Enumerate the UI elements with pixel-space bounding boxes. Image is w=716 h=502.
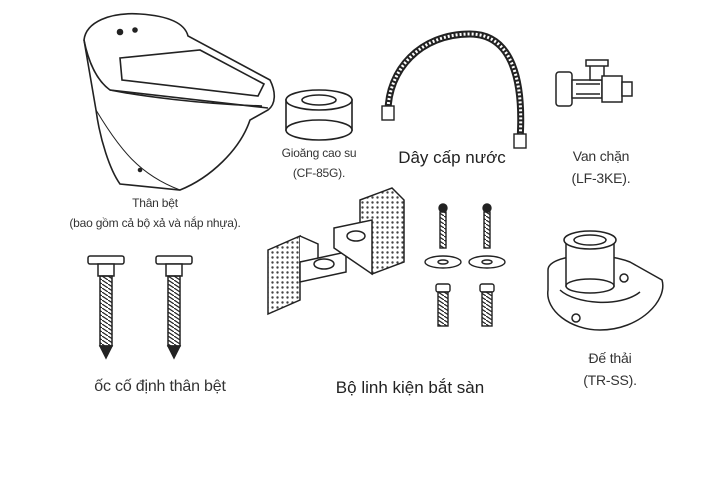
valve-code: (LF-3KE). <box>571 170 631 186</box>
drain-flange-drawing <box>547 230 664 331</box>
anchor-screws-drawing <box>87 255 193 360</box>
flange-code: (TR-SS). <box>583 372 637 388</box>
water-hose-drawing <box>381 30 527 149</box>
flange-label: Đế thải (TR-SS). <box>560 350 660 388</box>
toilet-label: Thân bệt (bao gồm cả bộ xả và nắp nhựa). <box>40 196 270 230</box>
gasket-code: (CF-85G). <box>292 166 346 180</box>
toilet-note: (bao gồm cả bộ xả và nắp nhựa). <box>69 216 241 230</box>
toilet-body-drawing <box>83 12 276 191</box>
small-fasteners-drawing <box>424 203 506 327</box>
hose-label: Dây cấp nước <box>398 148 506 167</box>
flange-name: Đế thải <box>588 350 632 366</box>
gasket-label: Gioăng cao su (CF-85G). <box>264 146 374 180</box>
valve-name: Van chặn <box>572 148 630 164</box>
gasket-name: Gioăng cao su <box>281 146 357 160</box>
toilet-name: Thân bệt <box>132 196 178 210</box>
stop-valve-drawing <box>555 59 633 107</box>
gasket-drawing <box>285 89 353 141</box>
floor-brackets-drawing <box>267 187 405 316</box>
screws-label: ốc cố định thân bệt <box>94 378 226 395</box>
floor-kit-label: Bộ linh kiện bắt sàn <box>335 378 485 397</box>
valve-label: Van chặn (LF-3KE). <box>546 148 656 186</box>
